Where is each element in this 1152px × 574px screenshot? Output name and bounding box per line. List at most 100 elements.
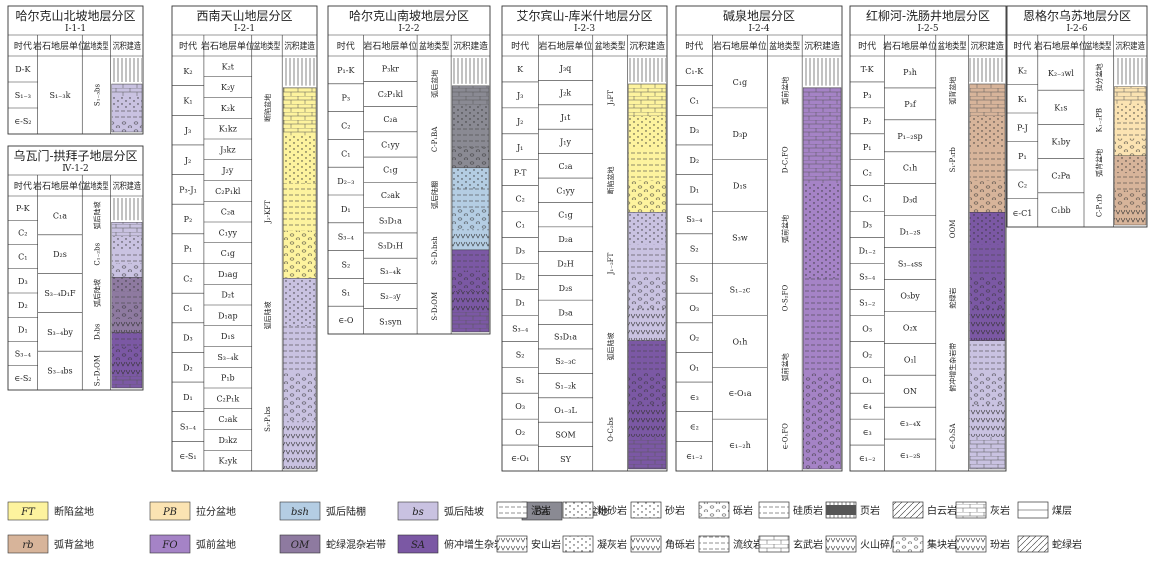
era-label: C₂ [862, 169, 871, 178]
era-label: S₃₋₄ [338, 233, 354, 242]
lithology-pattern [628, 212, 666, 245]
lithology-pattern [283, 230, 316, 279]
header-sediment: 沉积建造 [804, 40, 840, 52]
header-basin-type: 盆地类型 [595, 40, 626, 52]
rock-unit-label: D₁s [733, 182, 747, 191]
rock-unit-label: C₂ak [381, 191, 400, 200]
era-label: C₂ [18, 228, 27, 237]
lithology-pattern [628, 372, 666, 405]
rock-unit-label: K₂y [221, 83, 235, 92]
basin-type-label: 弧背盆地 [1095, 149, 1104, 177]
header-era: 时代 [337, 40, 355, 52]
era-label: O₂ [689, 334, 699, 343]
lithology-pattern [1114, 86, 1146, 104]
lithology-pattern [1114, 121, 1146, 139]
lithology-pattern [631, 536, 661, 552]
era-label: P₃ [863, 91, 872, 100]
rock-unit-label: O₃by [900, 291, 920, 300]
panel-title: 乌瓦门-拱拜子地层分区 [13, 148, 137, 163]
basin-type-label: O-S₂FO [782, 285, 790, 312]
legend-swatch-FO [149, 534, 191, 554]
lithology-pattern [497, 502, 527, 518]
lithology-pattern [759, 502, 789, 518]
lithology-pattern [111, 332, 142, 347]
lithology-pattern [1114, 155, 1146, 174]
legend-label: 弧后陆棚 [326, 505, 366, 518]
legend-lithology-item: 凝灰岩 [562, 535, 627, 553]
sediment-blank-top [628, 58, 666, 82]
header-basin-type: 盆地类型 [84, 40, 108, 52]
era-label: S₃₋₄ [686, 215, 702, 224]
basin-type-label: OOM [949, 220, 957, 239]
rock-unit-label: C₁yy [381, 140, 400, 149]
panel-title: 哈尔克山北坡地层分区 [15, 8, 135, 23]
rock-unit-label: C₁h [903, 164, 917, 173]
lithology-pattern [283, 373, 316, 422]
basin-type-label: D-C₁FO [782, 146, 790, 173]
rock-unit-label: C₁g [221, 249, 235, 258]
era-label: D₁₋₂ [859, 247, 876, 256]
era-label: O₃ [515, 402, 525, 411]
panel-title: 西南天山地层分区 [196, 8, 292, 23]
lithology-label: 硅质岩 [793, 504, 823, 517]
era-label: S₃₋₄ [180, 423, 196, 432]
lithology-label: 角砾岩 [665, 538, 695, 551]
era-label: C₁ [341, 149, 350, 158]
era-label: P₁ [184, 245, 193, 254]
rock-unit-label: S₃₋₄k [217, 353, 238, 362]
era-label: ∈-S₁ [179, 452, 196, 461]
rock-unit-label: C₁g [383, 166, 397, 175]
era-label: O₂ [862, 350, 872, 359]
era-label: J₃ [184, 126, 191, 135]
sediment-blank-top [283, 58, 316, 86]
lithology-label: 玢岩 [990, 538, 1010, 551]
lithology-pattern [969, 308, 1005, 341]
rock-unit-label: S₃₋₄bs [47, 367, 72, 376]
legend-lithology-item: 流纹岩 [698, 535, 763, 553]
rock-unit-label: O₁₋₃L [554, 406, 577, 415]
header-era: 时代 [685, 40, 703, 52]
basin-type-label: D₃bs [93, 323, 101, 340]
era-label: K₂ [1018, 66, 1027, 75]
lithology-label: 砂岩 [665, 504, 685, 517]
lithology-label: 页岩 [860, 504, 880, 517]
legend-lithology-item: 页岩 [825, 501, 880, 519]
rock-unit-label: D₂s [53, 250, 67, 259]
lithology-pattern [283, 87, 316, 136]
era-label: S₃₋₄ [15, 350, 31, 359]
lithology-label: 凝灰岩 [597, 538, 627, 551]
era-label: S₁ [690, 274, 699, 283]
lithology-pattern [628, 276, 666, 309]
rock-unit-label: C₂a [383, 115, 397, 124]
basin-type-label: 弧后陆坡 [263, 301, 272, 329]
basin-type-label: 弧背盆地 [948, 77, 957, 105]
era-label: K₁ [183, 96, 192, 105]
basin-type-label: 俯冲增生杂岩带 [948, 343, 957, 392]
panel-subtitle: Ⅰ-2-4 [748, 24, 769, 34]
era-label: ∈-O [338, 316, 354, 325]
sediment-blank-top [111, 58, 142, 82]
basin-type-label: C-P₁BA [431, 126, 439, 152]
legend-label: 拉分盆地 [196, 505, 236, 518]
basin-type-label: O-C₂bs [607, 417, 615, 442]
header-basin-type: 盆地类型 [84, 180, 108, 192]
basin-type-label: S-D₁bsh [431, 236, 439, 265]
rock-unit-label: S₁₋₃k [49, 91, 70, 100]
rock-unit-label: O₁l [904, 355, 917, 364]
lithology-pattern [452, 311, 489, 332]
basin-type-label: 断陷盆地 [263, 94, 272, 122]
rock-unit-label: K₂yk [219, 457, 238, 466]
header-rock-unit: 岩石地层单位 [713, 40, 767, 52]
era-label: ∈₃ [863, 428, 872, 437]
era-label: D-K [15, 65, 31, 74]
rock-unit-label: D₂a [558, 235, 573, 244]
legend-lithology-item: 玢岩 [955, 535, 1010, 553]
panel-subtitle: Ⅳ-1-2 [62, 164, 89, 174]
lithology-label: 集块岩 [927, 538, 957, 551]
stratigraphic-column-panel: 哈尔克山南坡地层分区Ⅰ-2-2时代岩石地层单位盆地类型沉积建造P₁-KP₃C₂C… [327, 5, 491, 335]
